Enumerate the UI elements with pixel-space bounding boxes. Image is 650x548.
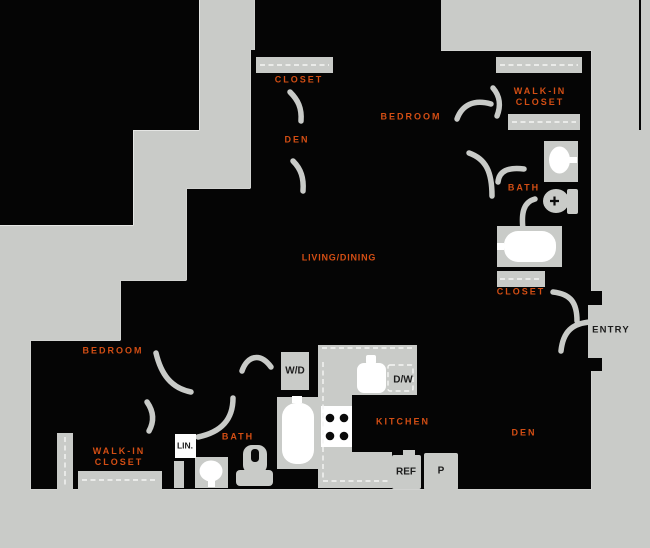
sink-lower-basin	[199, 460, 223, 482]
room-label-bedroom-lower: BEDROOM	[82, 345, 144, 356]
property-line	[639, 0, 641, 130]
room-label-bath-right: BATH	[507, 182, 541, 193]
room-label-den-lower: DEN	[511, 427, 537, 438]
pantry-box	[424, 453, 458, 490]
room-label-walkin-closet-lower: WALK-IN CLOSET	[93, 446, 146, 468]
wall-jamb	[174, 461, 184, 488]
door-swing-hall	[466, 150, 495, 199]
door-swing-bedroom-lower	[153, 350, 194, 395]
bathtub-right-basin	[504, 231, 556, 262]
entry-label: ENTRY	[592, 324, 630, 336]
toilet-lower-tank	[236, 470, 273, 486]
door-swing-closet-top	[287, 89, 304, 124]
pantry-label: P	[437, 465, 445, 477]
refrigerator-box	[392, 455, 421, 489]
closet-shelf-lower-vertical	[57, 433, 73, 490]
room-label-kitchen: KITCHEN	[376, 416, 430, 427]
room-label-closet-right: CLOSET	[496, 286, 546, 297]
toilet-right-tank	[567, 189, 578, 214]
bath-right-fixtures	[497, 141, 578, 267]
sink-right-faucet	[568, 157, 577, 163]
walkin-top-line1: WALK-IN	[513, 86, 567, 96]
sink-lower-faucet	[208, 480, 215, 487]
bathtub-right-faucet	[497, 243, 504, 250]
door-swing-bedroom-top	[454, 99, 494, 122]
door-swing-closet-right	[550, 289, 580, 324]
toilet-lower-lid-icon	[251, 449, 259, 462]
building-mass-top	[254, 0, 441, 51]
washer-dryer-label: W/D	[285, 365, 305, 377]
walkin-top-line2: CLOSET	[515, 97, 565, 107]
kitchen-sink-faucet	[366, 355, 376, 364]
kitchen-sink	[357, 363, 386, 393]
walkin-lower-line1: WALK-IN	[92, 446, 146, 456]
door-swing-den	[290, 158, 306, 194]
bathtub-lower-faucet	[292, 396, 302, 403]
hairlines	[0, 0, 592, 490]
building-masses	[0, 0, 641, 225]
door-swings	[144, 85, 594, 440]
unit-footprint	[30, 50, 602, 490]
closet-shelf-walkin-top-2	[508, 114, 580, 130]
sink-right-basin	[549, 146, 570, 174]
door-swing-bath-inner	[519, 196, 538, 232]
linen-label: LIN.	[176, 440, 194, 451]
closet-shelves	[57, 57, 582, 490]
toilet-right-flush-icon	[550, 196, 559, 206]
stove-burners	[325, 413, 349, 441]
linen-closet-box	[175, 434, 196, 458]
door-swing-hall-closet	[239, 354, 274, 374]
stove	[321, 406, 352, 447]
door-swing-bath-right	[495, 165, 527, 185]
building-mass-left	[0, 130, 133, 225]
room-label-den-top: DEN	[284, 134, 310, 145]
door-swing-walkin-top	[490, 85, 503, 119]
door-swing-bath-lower	[195, 395, 236, 440]
bath-lower-fixtures	[195, 396, 319, 488]
room-label-closet-top: CLOSET	[274, 74, 324, 85]
door-swing-entry	[558, 319, 594, 354]
dishwasher-label: D/W	[393, 374, 413, 386]
walkin-lower-line2: CLOSET	[94, 457, 144, 467]
room-label-walkin-closet-top: WALK-IN CLOSET	[514, 86, 567, 108]
door-swing-walkin-lower	[144, 399, 156, 434]
room-label-bedroom-top: BEDROOM	[380, 111, 442, 122]
room-label-bath-lower: BATH	[221, 431, 255, 442]
building-mass-top-left	[0, 0, 199, 130]
kitchen-fixtures	[281, 345, 458, 490]
counter-nub	[403, 450, 415, 455]
washer-dryer-unit	[281, 352, 309, 390]
kitchen-counter	[318, 345, 417, 488]
room-label-living-dining: LIVING/DINING	[301, 252, 377, 263]
refrigerator-label: REF	[396, 466, 416, 478]
bathtub-lower-basin	[282, 403, 314, 464]
